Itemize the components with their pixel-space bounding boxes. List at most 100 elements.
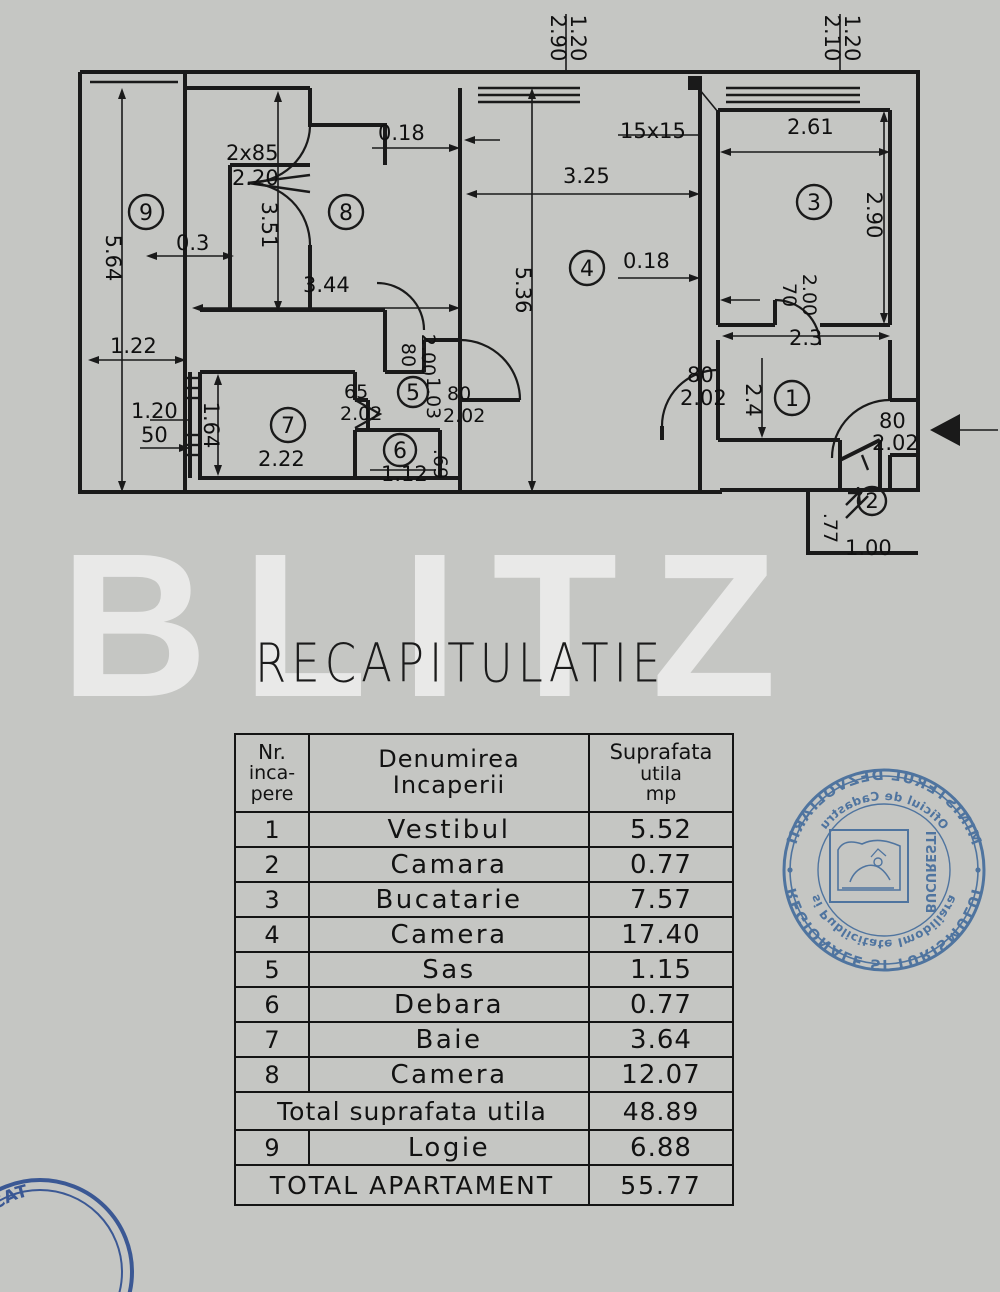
header-area-line2: utila xyxy=(640,762,682,785)
header-nr: Nr. inca- pere xyxy=(234,733,310,813)
stamp-inner-top: Oficiul de Cadastru xyxy=(817,789,952,832)
dim-room3-width: 2.61 xyxy=(787,115,834,139)
svg-text:Oficiul de Cadastru: Oficiul de Cadastru xyxy=(817,789,952,832)
door-sas-top-height: 2.00 xyxy=(417,334,439,376)
coat-of-arms xyxy=(829,829,909,903)
door-swings xyxy=(247,124,891,459)
room-number-5: 5 xyxy=(406,381,420,406)
stamp-inner-bottom: si Publicitate Imobiliara xyxy=(808,893,960,951)
recapitulatie-table: Nr. inca- pere Denumirea Incaperii Supra… xyxy=(234,733,734,1206)
table-row: 3 Bucatarie 7.57 xyxy=(234,881,734,918)
room-number-8: 8 xyxy=(339,201,353,226)
room-number-9: 9 xyxy=(139,201,153,226)
stamp-outer-top: MINISTERUL DEZVOLTARII xyxy=(784,768,983,848)
dim-debara-depth: .69 xyxy=(429,449,451,479)
corner-stamp-fragment: ICAT xyxy=(0,1178,134,1292)
total-utila-row: Total suprafata utila 48.89 xyxy=(234,1091,734,1131)
door-entrance-width: 80 xyxy=(879,409,906,433)
header-nr-line1: Nr. xyxy=(258,739,286,764)
total-apartament-label: TOTAL APARTAMENT xyxy=(234,1164,590,1206)
row-nr: 5 xyxy=(234,951,310,988)
dim-room3-height: 2.90 xyxy=(862,192,886,239)
total-apartament-value: 55.77 xyxy=(588,1164,734,1206)
row-area: 7.57 xyxy=(588,881,734,918)
header-name-line2: Incaperii xyxy=(392,771,506,799)
dim-camara-depth: .77 xyxy=(819,513,841,543)
svg-text:ICAT: ICAT xyxy=(0,1181,30,1218)
table-row: 4 Camera 17.40 xyxy=(234,916,734,953)
svg-text:MINISTERUL DEZVOLTARII: MINISTERUL DEZVOLTARII xyxy=(784,768,983,848)
room-number-7: 7 xyxy=(281,414,295,439)
row-nr: 1 xyxy=(234,811,310,848)
dim-camara-width: 1.00 xyxy=(845,536,892,560)
balcony-door-height: 2.20 xyxy=(232,166,279,190)
row-nr: 2 xyxy=(234,846,310,883)
official-stamp: MINISTERUL DEZVOLTARII REGIONALE SI TURI… xyxy=(782,768,986,972)
dim-room4-height: 5.36 xyxy=(511,267,535,314)
row-nr: 6 xyxy=(234,986,310,1023)
floor-plan: 9 8 7 5 6 4 3 1 2 5.64 1.22 0.3 1.20 50 xyxy=(0,0,1000,580)
svg-text:REGIONALE SI TURISMULUI: REGIONALE SI TURISMULUI xyxy=(784,886,984,972)
page-title: RECAPITULATIE xyxy=(255,632,666,695)
row-nr: 8 xyxy=(234,1056,310,1093)
room-number-4: 4 xyxy=(580,257,594,282)
dim-room4-wall: 0.18 xyxy=(623,249,670,273)
door-sas-right-width: 80 xyxy=(447,383,471,405)
table-row: 7 Baie 3.64 xyxy=(234,1021,734,1058)
row-area: 5.52 xyxy=(588,811,734,848)
dimension-labels: 5.64 1.22 0.3 1.20 50 2x85 2.20 3.51 3.4… xyxy=(101,15,919,560)
balcony-door-width: 2x85 xyxy=(226,141,279,165)
row-area: 0.77 xyxy=(588,986,734,1023)
header-name: Denumirea Incaperii xyxy=(308,733,590,813)
row-name: Camara xyxy=(308,846,590,883)
dim-sas-width: 1.03 xyxy=(422,377,444,419)
total-utila-value: 48.89 xyxy=(588,1091,734,1131)
table-row: 6 Debara 0.77 xyxy=(234,986,734,1023)
dim-room8-width: 3.44 xyxy=(303,273,350,297)
logie-area: 6.88 xyxy=(588,1129,734,1166)
dimension-lines xyxy=(88,14,998,492)
dim-vestibul-width: 2.3 xyxy=(789,326,822,350)
table-header-row: Nr. inca- pere Denumirea Incaperii Supra… xyxy=(234,733,734,813)
interior-walls xyxy=(90,72,918,492)
dim-room8-height: 3.51 xyxy=(257,202,281,249)
total-apartament-row: TOTAL APARTAMENT 55.77 xyxy=(234,1164,734,1206)
corner-stamp-text: ICAT xyxy=(0,1181,30,1218)
dim-room7-width: 2.22 xyxy=(258,447,305,471)
room-number-1: 1 xyxy=(785,387,799,412)
dim-left-overall: 5.64 xyxy=(101,235,125,282)
door-sas-top-width: 80 xyxy=(397,343,419,367)
row-area: 1.15 xyxy=(588,951,734,988)
header-nr-line2: inca- xyxy=(248,762,296,785)
window-left-width: 2.90 xyxy=(546,15,570,62)
header-area-line3: mp xyxy=(645,783,677,806)
row-area: 17.40 xyxy=(588,916,734,953)
logie-nr: 9 xyxy=(234,1129,310,1166)
logie-name: Logie xyxy=(308,1129,590,1166)
row-name: Bucatarie xyxy=(308,881,590,918)
door-sas-right-height: 2.02 xyxy=(443,405,485,427)
window-right-width: 2.10 xyxy=(820,15,844,62)
row-nr: 3 xyxy=(234,881,310,918)
dim-room7-height: 1.64 xyxy=(199,402,223,449)
row-nr: 7 xyxy=(234,1021,310,1058)
header-area-line1: Suprafata xyxy=(609,740,713,765)
entrance-arrow xyxy=(930,414,960,446)
table-row: 5 Sas 1.15 xyxy=(234,951,734,988)
dim-vestibul-height: 2.4 xyxy=(741,383,765,416)
room-number-6: 6 xyxy=(393,439,407,464)
row-area: 12.07 xyxy=(588,1056,734,1093)
door-kitchen-height: 2.00 xyxy=(798,274,820,316)
window-bath-height: 50 xyxy=(141,423,168,447)
room-number-3: 3 xyxy=(807,191,821,216)
room-number-circles: 9 8 7 5 6 4 3 1 2 xyxy=(127,183,888,517)
door-entrance-height: 2.02 xyxy=(872,431,919,455)
pillar-15x15 xyxy=(688,76,702,90)
logie-row: 9 Logie 6.88 xyxy=(234,1129,734,1166)
row-area: 0.77 xyxy=(588,846,734,883)
svg-text:si Publicitate Imobiliara: si Publicitate Imobiliara xyxy=(808,893,960,951)
window-bath-width: 1.20 xyxy=(131,399,178,423)
dim-debara-width: 1.12 xyxy=(381,462,428,486)
room-number-2: 2 xyxy=(865,489,878,513)
dim-logie-width: 1.22 xyxy=(110,334,157,358)
